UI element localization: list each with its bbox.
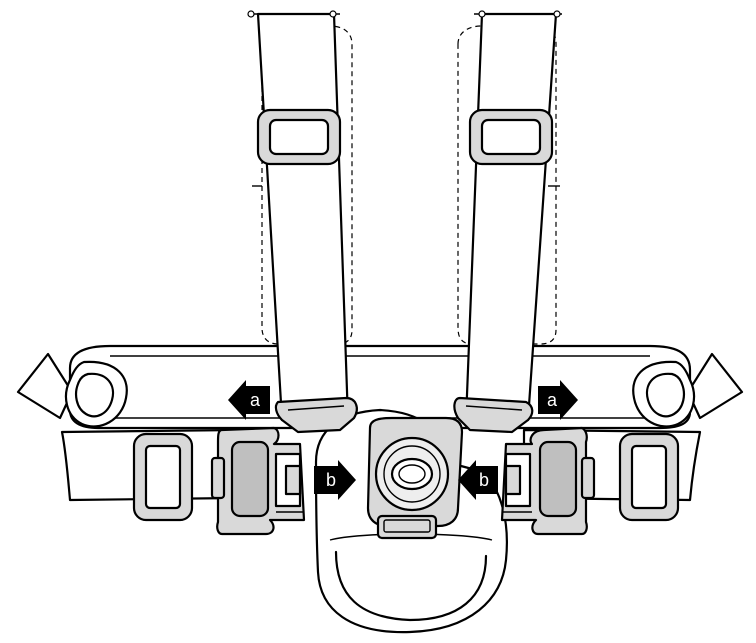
arrow-a-left-label: a [250,390,261,410]
left-arrow-a: a [228,380,270,420]
right-shoulder-tongue [453,396,534,434]
left-side-loop [16,352,128,428]
arrow-a-right-label: a [547,390,558,410]
right-waist-adjuster [618,432,680,522]
right-arrow-b: b [458,460,498,500]
arrow-b-right-label: b [479,470,489,490]
left-waist-adjuster [132,432,194,522]
left-side-buckle[interactable] [210,426,306,536]
right-strap-adjuster [468,108,554,166]
left-strap-adjuster [256,108,342,166]
arrow-b-left-label: b [326,470,336,490]
center-release-button[interactable] [374,436,450,512]
right-side-buckle[interactable] [500,426,596,536]
right-side-loop [632,352,744,428]
left-arrow-b: b [314,460,356,500]
left-shoulder-tongue [274,396,358,434]
right-arrow-a: a [538,380,578,420]
